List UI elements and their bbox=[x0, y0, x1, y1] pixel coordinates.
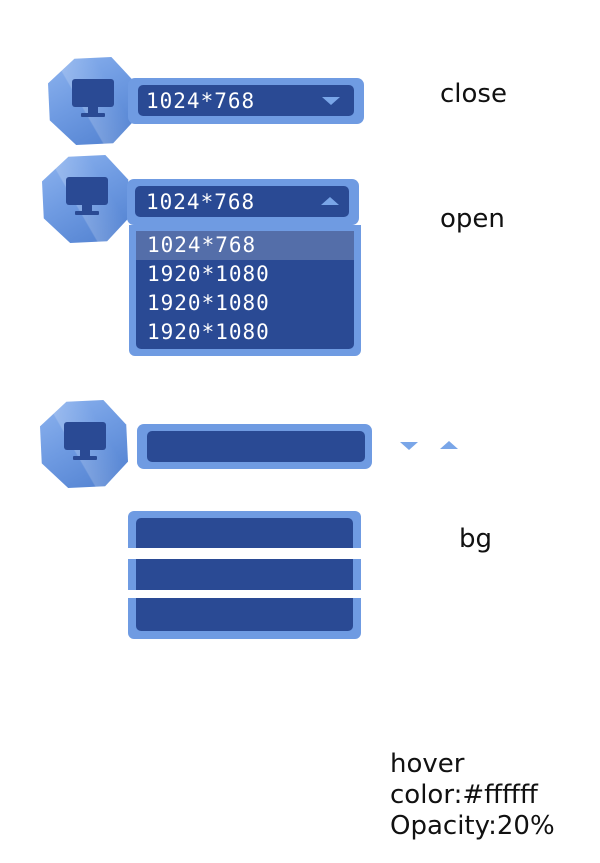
list-item-label: 1920*1080 bbox=[147, 291, 270, 315]
chevron-down-icon bbox=[400, 442, 418, 450]
combobox-open[interactable]: 1024*768 bbox=[127, 179, 359, 225]
bg-slice-middle bbox=[128, 559, 361, 590]
state-label-close: close bbox=[440, 79, 507, 109]
list-item-1920x1080[interactable]: 1920*1080 bbox=[136, 260, 354, 289]
bg-slice-top bbox=[128, 511, 361, 548]
combobox-open-field[interactable]: 1024*768 bbox=[135, 186, 349, 217]
bg-label: bg bbox=[459, 524, 493, 554]
list-item-1024x768[interactable]: 1024*768 bbox=[136, 231, 354, 260]
hover-note-opacity: Opacity:20% bbox=[390, 811, 555, 841]
bg-slice-bottom bbox=[128, 598, 361, 639]
combobox-closed[interactable]: 1024*768 bbox=[128, 78, 364, 124]
hover-note-title: hover bbox=[390, 749, 465, 779]
monitor-badge-open bbox=[42, 155, 130, 243]
list-item-label: 1024*768 bbox=[147, 233, 257, 257]
list-item-label: 1920*1080 bbox=[147, 262, 270, 286]
state-label-open: open bbox=[440, 204, 505, 234]
monitor-badge-asset bbox=[40, 400, 128, 488]
combobox-open-value: 1024*768 bbox=[146, 190, 256, 214]
dropdown-list: 1024*768 1920*1080 1920*1080 1920*1080 bbox=[129, 225, 361, 356]
list-item-1920x1080[interactable]: 1920*1080 bbox=[136, 289, 354, 318]
chevron-up-icon bbox=[440, 441, 458, 449]
hover-note: hover color:#ffffff Opacity:20% bbox=[390, 749, 555, 842]
monitor-icon bbox=[64, 422, 106, 460]
list-item-label: 1920*1080 bbox=[147, 320, 270, 344]
combobox-asset bbox=[137, 424, 372, 469]
combobox-asset-field bbox=[147, 431, 365, 462]
monitor-icon bbox=[66, 177, 108, 215]
combobox-closed-value: 1024*768 bbox=[146, 89, 256, 113]
monitor-badge-closed bbox=[48, 57, 136, 145]
chevron-down-icon[interactable] bbox=[322, 97, 340, 105]
chevron-up-icon[interactable] bbox=[321, 197, 339, 205]
hover-note-color: color:#ffffff bbox=[390, 780, 538, 810]
list-item-1920x1080[interactable]: 1920*1080 bbox=[136, 318, 354, 347]
monitor-icon bbox=[72, 79, 114, 117]
combobox-closed-field[interactable]: 1024*768 bbox=[138, 85, 354, 116]
